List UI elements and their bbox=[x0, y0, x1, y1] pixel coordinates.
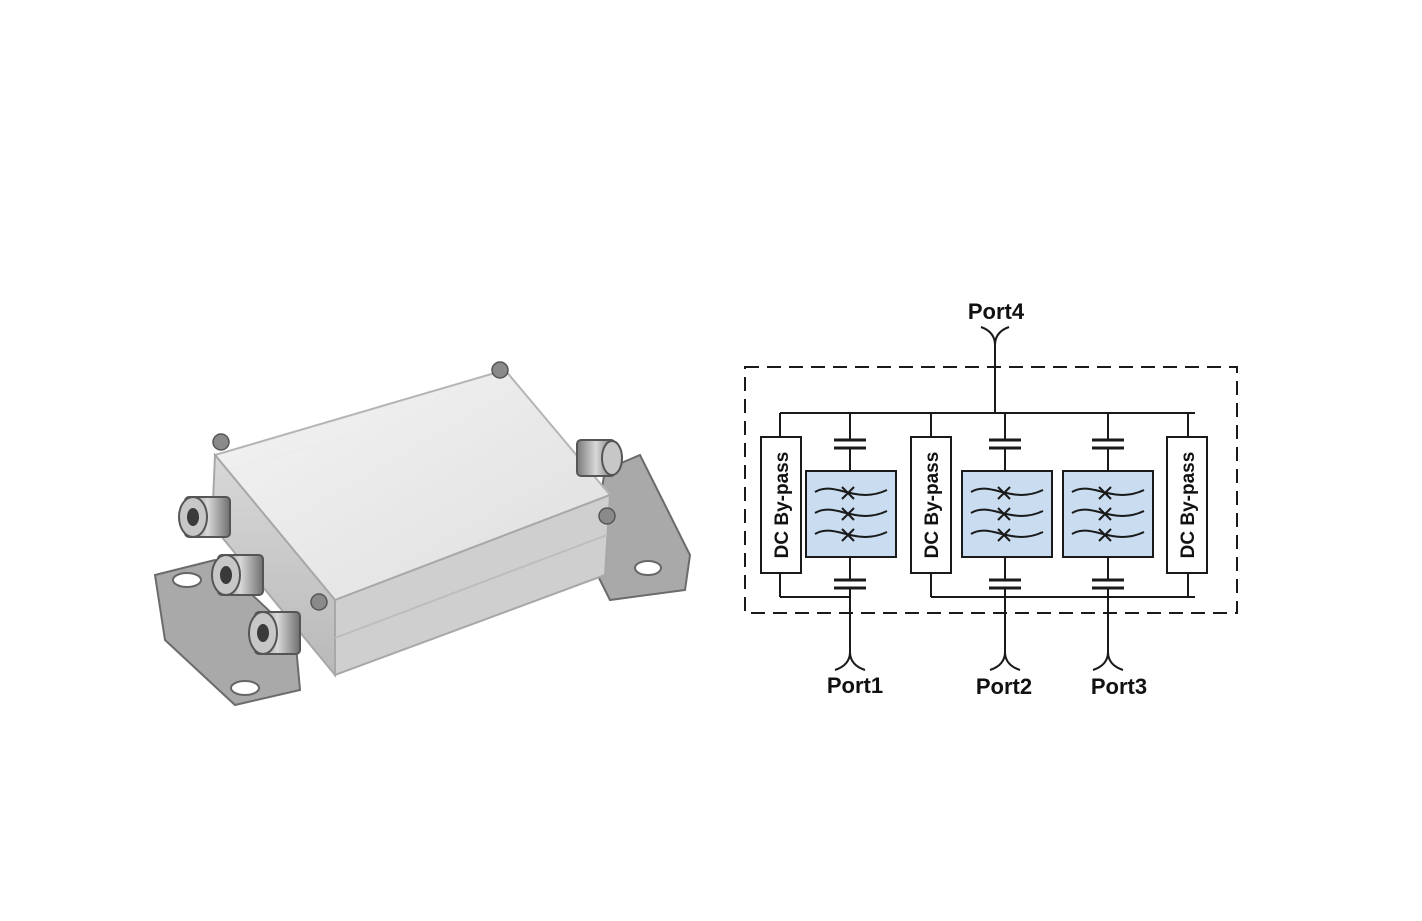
capacitor-icon bbox=[1092, 578, 1124, 590]
port1-label: Port1 bbox=[827, 673, 883, 698]
port3-label: Port3 bbox=[1091, 674, 1147, 699]
dc-bypass-block-1: DC By-pass bbox=[760, 436, 802, 574]
antenna-port-icon bbox=[1092, 651, 1124, 671]
lid-screws bbox=[212, 361, 616, 611]
antenna-port-icon bbox=[980, 326, 1010, 346]
port4-label: Port4 bbox=[968, 299, 1025, 324]
dc-bypass-block-2: DC By-pass bbox=[910, 436, 952, 574]
product-photo bbox=[153, 361, 692, 707]
capacitor-icon bbox=[834, 578, 866, 590]
capacitor-icon bbox=[989, 438, 1021, 450]
band-pass-filter-icon bbox=[1062, 470, 1154, 558]
capacitor-icon bbox=[834, 438, 866, 450]
dc-bypass-label: DC By-pass bbox=[772, 452, 793, 559]
dc-bypass-label: DC By-pass bbox=[922, 452, 943, 559]
band-pass-filter-icon bbox=[961, 470, 1053, 558]
diagram-enclosure-dashed bbox=[744, 366, 1238, 614]
dc-bypass-block-3: DC By-pass bbox=[1166, 436, 1208, 574]
capacitor-icon bbox=[1092, 438, 1124, 450]
antenna-port-icon bbox=[834, 651, 866, 671]
port2-label: Port2 bbox=[976, 674, 1032, 699]
mounting-bracket-left bbox=[153, 558, 302, 707]
band-pass-filter-icon bbox=[805, 470, 897, 558]
dc-bypass-label: DC By-pass bbox=[1178, 452, 1199, 559]
antenna-port-icon bbox=[989, 651, 1021, 671]
capacitor-icon bbox=[989, 578, 1021, 590]
connector-left-2 bbox=[211, 554, 264, 596]
connector-left-1 bbox=[178, 496, 231, 538]
connector-left-3 bbox=[248, 611, 301, 655]
connector-right bbox=[576, 439, 623, 477]
